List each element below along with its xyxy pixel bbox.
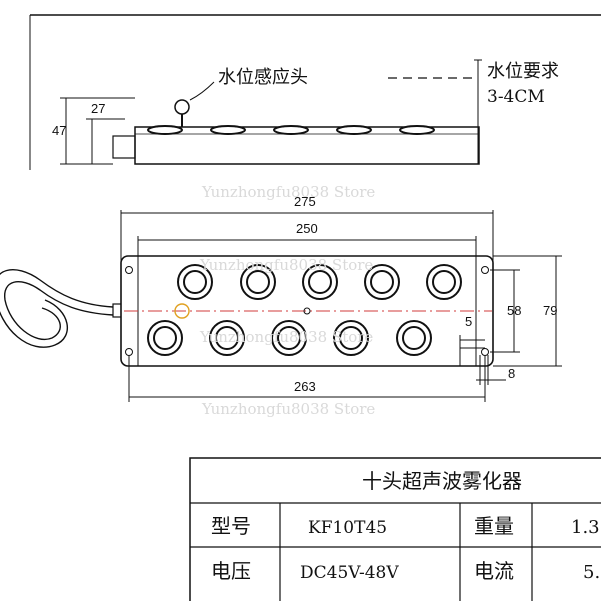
water-level-sensor-head — [174, 99, 190, 115]
sensor-label: 水位感应头 — [218, 67, 308, 88]
spec-row-2-value2: 5. — [583, 562, 600, 583]
spec-row-1-label: 型号 — [211, 514, 251, 538]
atomizer-body-top — [120, 255, 494, 367]
dim-275: 275 — [294, 194, 316, 209]
spec-row-1-value: KF10T45 — [308, 518, 387, 538]
water-requirement-value: 3-4CM — [487, 87, 545, 107]
watermark-4: Yunzhongfu8038 Store — [201, 400, 375, 418]
spec-row-2-label2: 电流 — [474, 559, 514, 583]
dim-47: 47 — [52, 123, 66, 138]
watermark-2: Yunzhongfu8038 Store — [199, 256, 373, 274]
side-view — [112, 81, 480, 165]
dim-250: 250 — [296, 221, 318, 236]
water-requirement-label: 水位要求 — [487, 61, 559, 82]
dim-5: 5 — [465, 314, 472, 329]
spec-row-2-label: 电压 — [211, 559, 251, 583]
power-cable — [0, 269, 114, 348]
dim-8: 8 — [508, 366, 515, 381]
dim-79: 79 — [543, 303, 557, 318]
sensor-position-mark — [174, 303, 190, 319]
cable-gland-side — [112, 135, 136, 159]
spec-table-title: 十头超声波雾化器 — [362, 469, 522, 493]
watermark-3: Yunzhongfu8038 Store — [199, 328, 373, 346]
spec-row-2-value: DC45V-48V — [300, 563, 399, 583]
dim-263: 263 — [294, 379, 316, 394]
watermark: Yunzhongfu8038 Store — [201, 183, 375, 201]
dim-27: 27 — [91, 101, 105, 116]
spec-row-1-value2: 1.3 — [571, 517, 600, 538]
dim-58: 58 — [507, 303, 521, 318]
spec-row-1-label2: 重量 — [474, 514, 514, 538]
spec-table — [189, 457, 601, 601]
